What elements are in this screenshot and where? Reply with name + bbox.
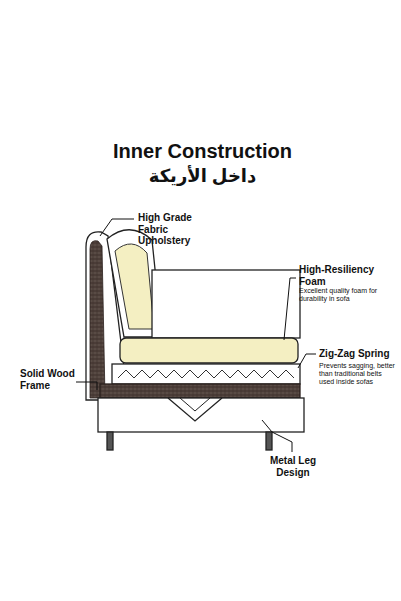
callout-label: Zig-Zag Spring [319,348,395,360]
metal-leg [266,432,272,450]
base-box [98,398,304,432]
leader-line [262,420,292,452]
seat-foam [120,338,298,363]
callout-label: Prevents sagging, better than traditiona… [319,362,395,386]
callout-label: High-Resiliency Foam [299,264,394,287]
zig-zag-spring [118,370,294,378]
back-foam [115,244,154,329]
callout-label: Metal Leg Design [268,455,318,478]
seat-back-block [152,270,300,338]
base-brace-inner [180,398,210,411]
wood-frame-back [90,241,105,398]
spring-wire [118,370,294,378]
base-brace [168,398,222,421]
wood-frame-base [100,384,300,398]
title: Inner Construction [2,140,401,163]
callout-label: Excellent quality foam for durability in… [299,287,391,303]
sofa-body [86,230,304,450]
leader-line [298,354,316,368]
metal-leg [107,432,113,450]
leader-lines [76,219,316,452]
callout-label: Solid Wood Frame [20,368,76,391]
leader-line [76,382,97,390]
leader-line [100,219,134,236]
subtitle: داخل الأريكة [2,166,401,187]
callout-label: High Grade Fabric Upholstery [138,212,208,247]
leader-line [284,278,296,340]
spring-layer [112,364,300,384]
